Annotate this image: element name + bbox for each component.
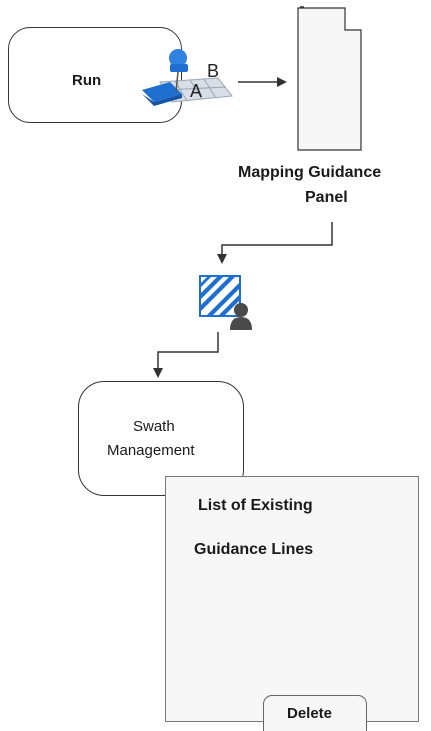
point-b-label: B	[207, 61, 219, 81]
delete-button-label: Delete	[287, 705, 333, 722]
existing-lines-label-line2: Guidance Lines	[194, 541, 314, 558]
pin-head-icon	[169, 49, 187, 67]
blue-field-icon	[142, 82, 182, 102]
existing-guidance-lines-panel[interactable]	[165, 476, 419, 722]
user-body-icon	[230, 317, 252, 330]
mapping-panel-label-line2: Panel	[305, 189, 348, 206]
swath-management-label-line1: Swath	[133, 418, 175, 435]
ab-pin-icon[interactable]: B A	[140, 44, 240, 114]
arrow-panel-to-swath-icon	[217, 222, 333, 264]
delete-button[interactable]: Delete	[263, 695, 367, 731]
run-label: Run	[72, 72, 102, 89]
existing-lines-label-line1: List of Existing	[198, 497, 313, 514]
mapping-panel-label-line1: Mapping Guidance	[238, 164, 382, 181]
swath-management-icon[interactable]	[196, 272, 260, 332]
point-a-label: A	[190, 81, 202, 101]
run-node[interactable]	[8, 27, 182, 123]
arrow-icon-to-swath-management	[153, 332, 219, 378]
swath-management-label-line2: Management	[107, 442, 195, 459]
user-head-icon	[234, 303, 248, 317]
mapping-guidance-panel-shape[interactable]	[297, 4, 367, 152]
